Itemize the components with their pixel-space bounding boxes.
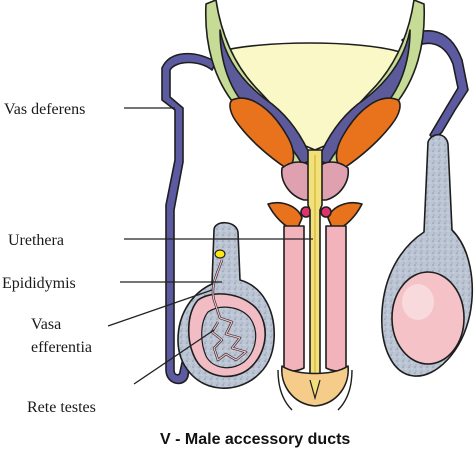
prepuce-left <box>277 369 293 411</box>
prostate-lower-right <box>327 202 363 233</box>
label-urethera: Urethera <box>8 232 64 249</box>
leader-rete-testes <box>133 329 215 385</box>
right-testis <box>391 271 465 365</box>
corpus-cavernosum-right <box>325 225 347 372</box>
corpus-cavernosum-left <box>283 225 305 372</box>
urethral-opening <box>309 379 321 401</box>
label-vasa-efferentia-line2: efferentia <box>31 339 92 356</box>
label-epididymis: Epididymis <box>2 275 76 292</box>
epididymis-head <box>214 249 226 259</box>
seminal-vesicle-right-inner <box>317 29 411 165</box>
prostate-lower-left <box>267 202 303 233</box>
label-rete-testes: Rete testes <box>27 399 96 416</box>
bulbourethral-gland-right <box>320 206 332 218</box>
label-vas-deferens: Vas deferens <box>4 101 85 118</box>
label-vasa-efferentia-line1: Vasa <box>31 316 61 333</box>
seminal-vesicle-left-inner <box>219 29 313 165</box>
right-testis-highlight <box>402 284 434 320</box>
leader-vasa-efferentia <box>107 289 213 327</box>
vasa-efferentia-fill <box>211 259 247 361</box>
rete-testis-inner-sac <box>201 306 257 369</box>
prepuce-right <box>337 369 353 411</box>
figure-caption: V - Male accessory ducts <box>160 431 350 448</box>
